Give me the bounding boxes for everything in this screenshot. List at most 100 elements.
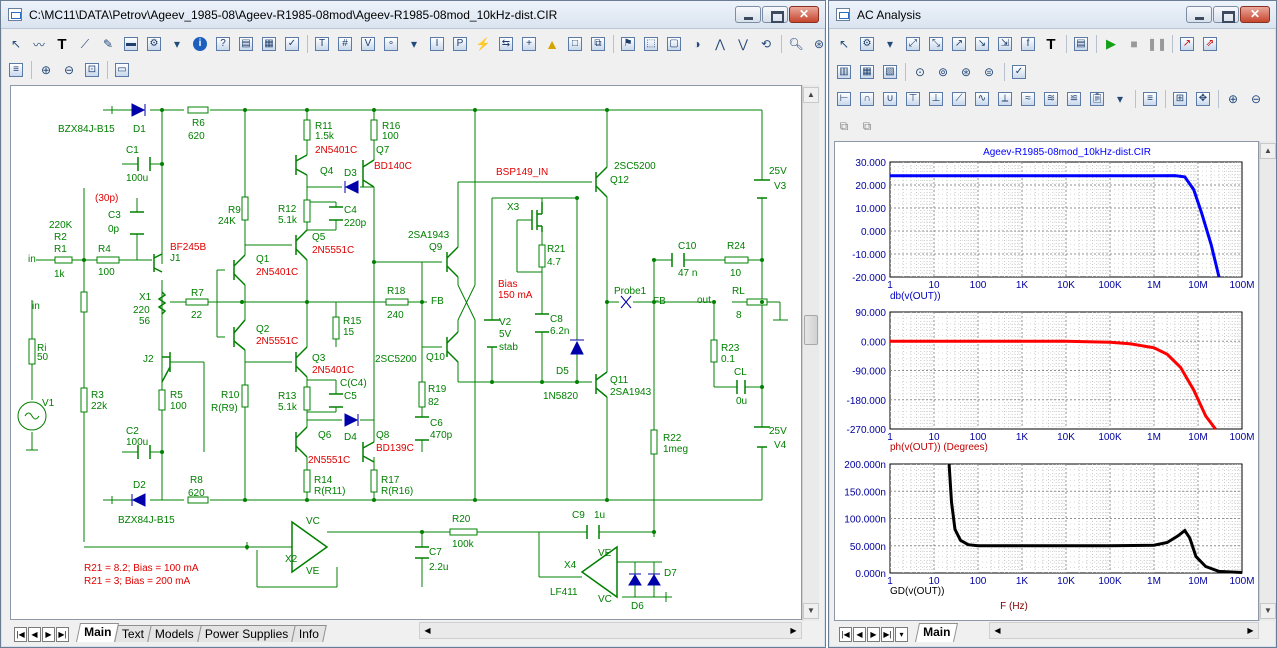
schematic-label-c3v[interactable]: 0p [108, 224, 120, 235]
schematic-label-v2[interactable]: V2 [499, 317, 512, 328]
select-mode-icon[interactable]: ↖ [838, 37, 850, 51]
schematic-label-d5[interactable]: D5 [556, 366, 569, 377]
schematic-label-r12v[interactable]: 5.1k [278, 215, 298, 226]
schematic-label-x2[interactable]: X2 [285, 554, 298, 565]
schematic-label-c9v[interactable]: 1u [594, 510, 605, 521]
cursor-valley-icon[interactable]: ∪ [879, 88, 901, 110]
schematic-label-v2s[interactable]: stab [499, 342, 518, 353]
schematic-label-d6[interactable]: D6 [631, 601, 644, 612]
schematic-label-r3v[interactable]: 22k [91, 401, 108, 412]
schematic-label-c8v[interactable]: 6.2n [550, 326, 569, 337]
schematic-label-c4v[interactable]: 220p [344, 218, 367, 229]
schematic-label-v1[interactable]: V1 [42, 398, 55, 409]
schematic-label-r19[interactable]: R19 [428, 384, 447, 395]
schematic-label-probe1[interactable]: Probe1 [614, 286, 647, 297]
schematic-label-q8[interactable]: Q8 [376, 430, 390, 441]
schematic-label-rlv[interactable]: 8 [736, 310, 742, 321]
schematic-label-r22[interactable]: R22 [663, 433, 682, 444]
zoom-in-icon[interactable]: ⊕ [1227, 92, 1239, 106]
zoom-in-icon[interactable]: ⊕ [40, 63, 52, 77]
page-icon[interactable]: □ [564, 33, 586, 55]
schematic-label-r15v[interactable]: 15 [343, 327, 355, 338]
schematic-label-x4ve[interactable]: VE [598, 548, 612, 559]
cursor-inflection-icon[interactable]: ∿ [971, 88, 993, 110]
zoom-fit-icon[interactable]: ⊡ [81, 59, 103, 81]
condition-icon[interactable]: ⇆ [495, 33, 517, 55]
clipboard-icon[interactable]: 📋︎ [1090, 92, 1104, 106]
schematic-label-c3[interactable]: C3 [108, 210, 121, 221]
current-icon[interactable]: I [426, 33, 448, 55]
schematic-label-r14[interactable]: R14 [314, 475, 333, 486]
close-button[interactable] [789, 6, 819, 23]
scroll-right-arrow-icon[interactable]: ▶ [790, 626, 797, 635]
schematic-label-c6[interactable]: C6 [430, 418, 443, 429]
schematic-label-x3[interactable]: X3 [507, 202, 520, 213]
schematic-label-note2[interactable]: R21 = 3; Bias = 200 mA [84, 576, 191, 587]
schematic-label-d5m[interactable]: 1N5820 [543, 391, 578, 402]
schematic-label-q12m[interactable]: 2SC5200 [614, 161, 656, 172]
last-tab-icon[interactable]: ▶| [56, 627, 69, 642]
schematic-label-v3v[interactable]: 25V [769, 166, 787, 177]
schematic-label-v2v[interactable]: 5V [499, 329, 512, 340]
schematic-label-c7[interactable]: C7 [429, 547, 442, 558]
schematic-label-c3red[interactable]: (30p) [95, 193, 118, 204]
box-icon[interactable]: ▢ [663, 33, 685, 55]
schematic-label-q10[interactable]: Q10 [426, 352, 445, 363]
schematic-label-x4[interactable]: X4 [564, 560, 577, 571]
schematic-label-q2m[interactable]: 2N5551C [256, 336, 298, 347]
cursor-top-icon[interactable]: ≋ [1040, 88, 1062, 110]
cursor-value-icon[interactable]: ≈ [1017, 88, 1039, 110]
schematic-label-v3[interactable]: V3 [774, 181, 787, 192]
schematic-label-d2[interactable]: D2 [133, 480, 146, 491]
schematic-label-r22v[interactable]: 1meg [663, 444, 688, 455]
zoom-out-icon[interactable]: ⊖ [1250, 92, 1262, 106]
scroll-up-arrow-icon[interactable]: ▲ [1260, 143, 1276, 159]
schematic-label-q6m[interactable]: 2N5551C [308, 455, 350, 466]
schematic-title-bar[interactable]: C:\MC11\DATA\Petrov\Ageev_1985-08\Ageev-… [1, 1, 825, 29]
probe-icon[interactable]: ⊙ [914, 65, 926, 79]
minimize-button[interactable] [735, 6, 761, 23]
cursor-low-icon[interactable]: ⊥ [925, 88, 947, 110]
rotate-icon[interactable]: ⟲ [760, 37, 772, 51]
restore-scale-icon[interactable]: ↗ [948, 33, 970, 55]
wire-icon[interactable]: 〰 [32, 37, 45, 52]
schematic-label-c1v[interactable]: 100u [126, 173, 148, 184]
schematic-label-v4[interactable]: V4 [774, 440, 787, 451]
print-icon[interactable]: ▭ [111, 59, 133, 81]
schematic-label-clv[interactable]: 0u [736, 396, 747, 407]
tab-info[interactable]: Info [291, 625, 328, 642]
data-points-icon[interactable]: ↘ [971, 33, 993, 55]
schematic-label-q11[interactable]: Q11 [610, 375, 629, 386]
schematic-label-r4v[interactable]: 100 [98, 267, 115, 278]
tab-models[interactable]: Models [147, 625, 202, 642]
auto-scale-icon[interactable]: ⤡ [925, 33, 947, 55]
limits-icon[interactable]: ▥ [833, 61, 855, 83]
analysis-title-bar[interactable]: AC Analysis [829, 1, 1276, 29]
fit-icon[interactable]: ⊞ [1169, 88, 1191, 110]
schematic-label-r12[interactable]: R12 [278, 204, 297, 215]
schematic-label-x2ve[interactable]: VE [306, 566, 320, 577]
list-icon[interactable]: ≡ [1139, 88, 1161, 110]
schematic-label-in1[interactable]: in [28, 254, 36, 265]
schematic-label-c7v[interactable]: 2.2u [429, 562, 448, 573]
schematic-label-r1v[interactable]: 1k [54, 269, 66, 280]
pins-icon[interactable]: + [518, 33, 540, 55]
scroll-down-arrow-icon[interactable]: ▼ [803, 603, 819, 619]
select-mode-icon[interactable]: ↖ [10, 37, 22, 51]
scroll-thumb[interactable] [804, 315, 818, 345]
schematic-label-r16v[interactable]: 100 [382, 131, 399, 142]
schematic-label-r20v[interactable]: 100k [452, 539, 475, 550]
schematic-label-q1m[interactable]: 2N5401C [256, 267, 298, 278]
schematic-label-j1m[interactable]: BF245B [170, 242, 206, 253]
schematic-label-r5[interactable]: R5 [170, 390, 183, 401]
node-numbers-icon[interactable]: # [334, 33, 356, 55]
help-icon[interactable]: ✓ [1008, 61, 1030, 83]
schematic-label-q6[interactable]: Q6 [318, 430, 332, 441]
line-tool-icon[interactable]: ⟋ [80, 36, 90, 51]
slider-icon[interactable]: ↗ [1176, 33, 1198, 55]
schematic-label-r23v[interactable]: 0.1 [721, 354, 735, 365]
schematic-label-fb1[interactable]: FB [431, 296, 444, 307]
minimize-button[interactable] [1186, 6, 1212, 23]
